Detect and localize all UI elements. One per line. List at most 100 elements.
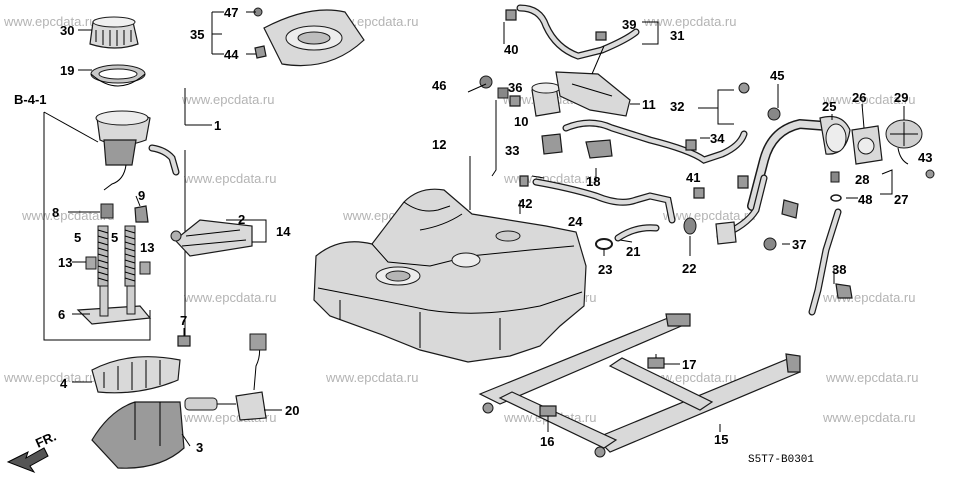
callout-34: 34: [710, 131, 725, 146]
callout-37: 37: [792, 237, 806, 252]
o-ring: [830, 194, 842, 202]
section-ref: B-4-1: [14, 92, 47, 107]
bolt: [763, 237, 777, 251]
clip: [505, 9, 517, 21]
callout-36: 36: [508, 80, 522, 95]
leader-lines: [68, 11, 905, 447]
canister-bracket: [555, 71, 631, 117]
callout-14: 14: [276, 224, 291, 239]
cushion: [85, 256, 97, 270]
bolt: [539, 405, 557, 424]
watermark: www.epcdata.ru: [181, 92, 275, 107]
watermark: www.epcdata.ru: [822, 92, 916, 107]
callout-35: 35: [190, 27, 204, 42]
callout-4: 4: [60, 376, 68, 391]
callout-38: 38: [832, 262, 846, 277]
callout-8: 8: [52, 205, 59, 220]
watermark: www.epcdata.ru: [183, 290, 277, 305]
clip: [835, 283, 853, 299]
sender-case-upper: [91, 356, 181, 394]
callout-15: 15: [714, 432, 728, 447]
callout-17: 17: [682, 357, 696, 372]
callout-16: 16: [540, 434, 554, 449]
fuel-level-sender: [184, 333, 267, 421]
callout-39: 39: [622, 17, 636, 32]
direction-label: FR.: [33, 429, 58, 451]
tank-subframe: [478, 313, 801, 458]
diagram-code: S5T7-B0301: [748, 454, 814, 466]
fastener: [925, 169, 935, 179]
watermark: www.epcdata.ru: [3, 14, 97, 29]
fuel-filler-cap: [885, 119, 923, 165]
callout-48: 48: [858, 192, 872, 207]
callout-13b: 13: [140, 240, 154, 255]
lock-ring-cap: [89, 16, 139, 49]
callouts: 30 19 1 8 9 5 5 13 13 6 4 3 7 2 14 20 47…: [52, 5, 932, 455]
callout-31: 31: [670, 28, 684, 43]
bolt: [767, 107, 781, 121]
callout-19: 19: [60, 63, 74, 78]
pump-bracket: [76, 285, 152, 325]
fuel-tank: [313, 188, 587, 363]
fuel-pump-module: [95, 110, 180, 191]
watermark: www.epcdata.ru: [643, 14, 737, 29]
callout-23: 23: [598, 262, 612, 277]
callout-13a: 13: [58, 255, 72, 270]
clip: [541, 133, 697, 159]
callout-9: 9: [138, 188, 145, 203]
watermark: www.epcdata.ru: [822, 410, 916, 425]
watermark: www.epcdata.ru: [21, 208, 115, 223]
callout-33: 33: [505, 143, 519, 158]
callout-27: 27: [894, 192, 908, 207]
callout-6: 6: [58, 307, 65, 322]
sender-case-lower: [91, 401, 185, 469]
callout-46: 46: [432, 78, 446, 93]
fuel-filter: [170, 219, 253, 257]
callout-22: 22: [682, 261, 696, 276]
watermark: www.epcdata.ru: [662, 208, 756, 223]
gasket-ring: [90, 64, 146, 87]
callout-21: 21: [626, 244, 640, 259]
callout-24: 24: [568, 214, 583, 229]
clip: [134, 205, 149, 223]
callout-40: 40: [504, 42, 518, 57]
callout-30: 30: [60, 23, 74, 38]
bolt: [647, 354, 665, 369]
clip: [497, 87, 509, 99]
watermark: www.epcdata.ru: [825, 370, 919, 385]
callout-43: 43: [918, 150, 932, 165]
clip: [738, 82, 750, 94]
callout-5b: 5: [111, 230, 118, 245]
clip: [100, 203, 114, 219]
callout-18: 18: [586, 174, 600, 189]
watermark: www.epcdata.ru: [3, 370, 97, 385]
callout-28: 28: [855, 172, 869, 187]
callout-12: 12: [432, 137, 446, 152]
filler-neck: [715, 115, 851, 245]
callout-44: 44: [224, 47, 239, 62]
watermark: www.epcdata.ru: [183, 171, 277, 186]
callout-45: 45: [770, 68, 784, 83]
filler-flange: [851, 125, 883, 165]
access-cover: [253, 7, 365, 67]
callout-32: 32: [670, 99, 684, 114]
callout-41: 41: [686, 170, 700, 185]
front-direction-arrow: FR.: [6, 429, 58, 474]
callout-20: 20: [285, 403, 299, 418]
evap-valve: [509, 82, 561, 117]
callout-11: 11: [642, 97, 656, 112]
callout-10: 10: [514, 114, 528, 129]
callout-3: 3: [196, 440, 203, 455]
callout-29: 29: [894, 90, 908, 105]
leader-line: [43, 111, 99, 143]
watermark: www.epcdata.ru: [822, 290, 916, 305]
callout-1: 1: [214, 118, 221, 133]
watermark: www.epcdata.ru: [325, 370, 419, 385]
cushion: [139, 261, 151, 275]
callout-25: 25: [822, 99, 836, 114]
clip: [830, 171, 840, 183]
callout-26: 26: [852, 90, 866, 105]
callout-5a: 5: [74, 230, 81, 245]
callout-7: 7: [180, 313, 187, 328]
